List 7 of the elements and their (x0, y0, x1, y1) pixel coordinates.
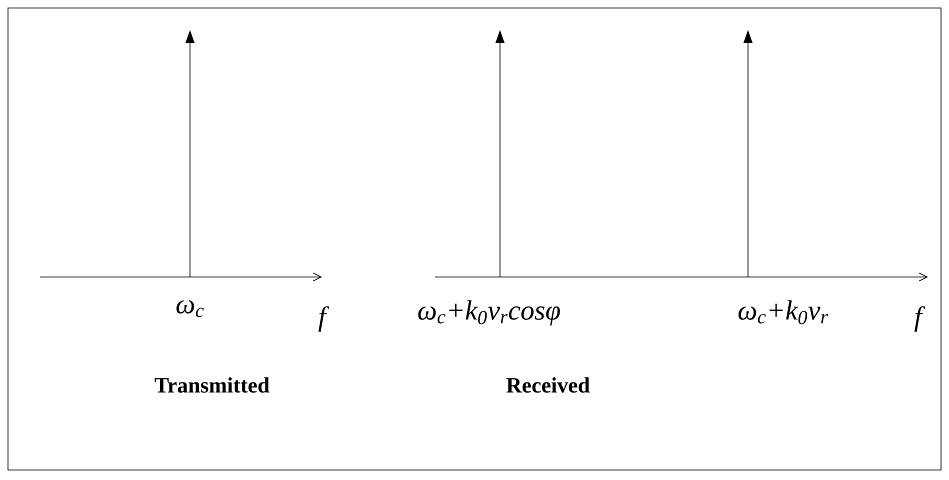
caption: Transmitted (154, 377, 270, 393)
axis-label: f (318, 306, 330, 332)
axis-label: f (914, 306, 926, 332)
caption: Received (506, 377, 590, 393)
axis-label: ω$_{c}$+k$_{0}$v$_{r}$cosφ (418, 300, 560, 326)
axis-label: ω$_{c}$+k$_{0}$v$_{r}$ (738, 300, 828, 324)
axis-label: ω$_{c}$ (176, 300, 204, 318)
